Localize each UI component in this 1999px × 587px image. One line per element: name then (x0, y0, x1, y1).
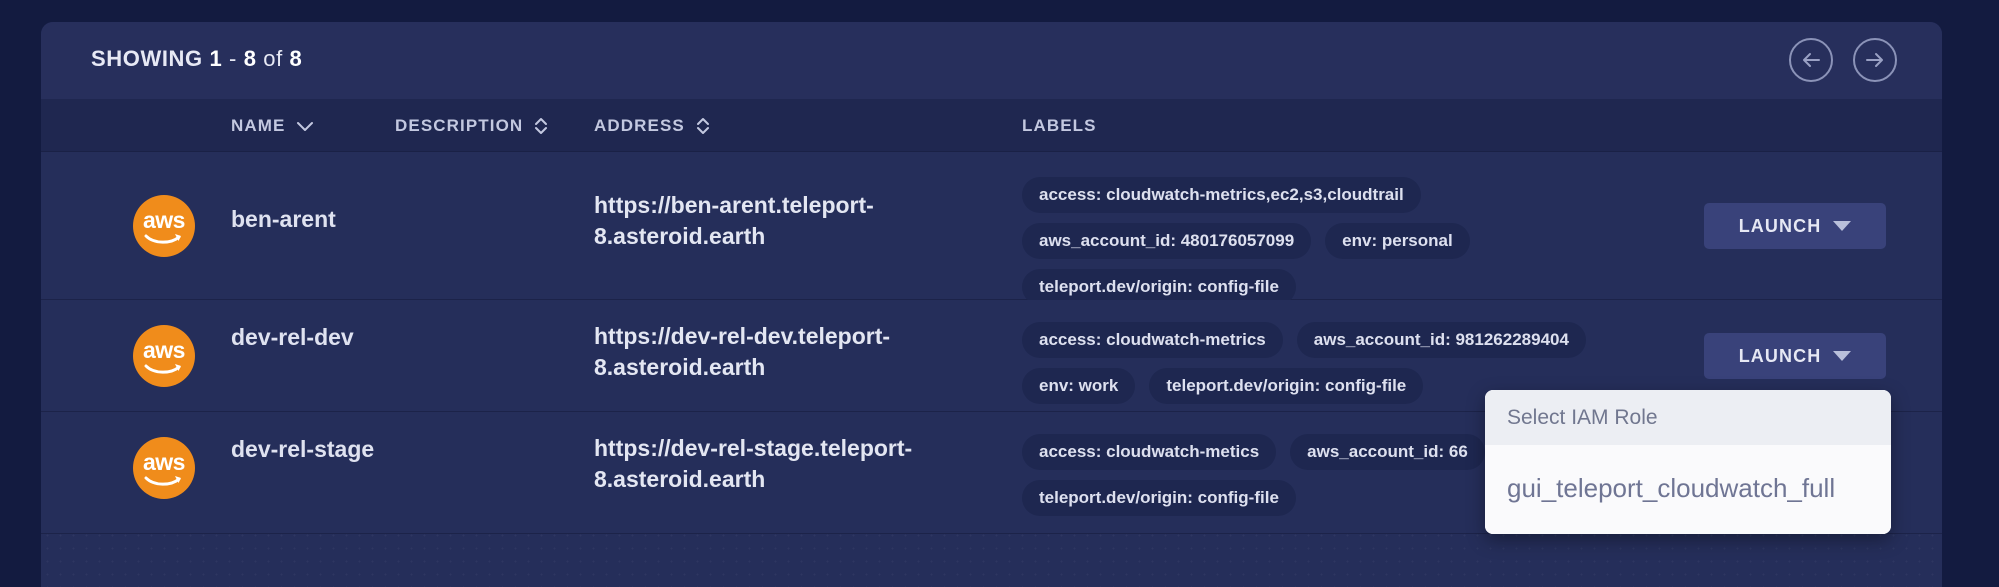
label-badge[interactable]: env: work (1022, 368, 1136, 404)
iam-role-dropdown-title: Select IAM Role (1485, 390, 1891, 445)
column-header-labels: LABELS (1022, 116, 1097, 136)
showing-of-word: of (263, 46, 283, 71)
label-badge[interactable]: env: personal (1325, 223, 1470, 259)
aws-logo-text: aws (143, 448, 185, 475)
label-badge[interactable]: access: cloudwatch-metrics,ec2,s3,cloudt… (1022, 177, 1421, 213)
row-name: ben-arent (231, 206, 336, 232)
aws-logo-text: aws (143, 336, 185, 363)
next-page-button[interactable] (1853, 38, 1897, 82)
table-header-bar: SHOWING 1 - 8 of 8 (41, 22, 1942, 99)
showing-dash: - (229, 46, 237, 71)
pagination-controls (1789, 38, 1897, 82)
label-badge[interactable]: teleport.dev/origin: config-file (1149, 368, 1424, 404)
aws-smile-icon (144, 475, 181, 486)
aws-logo-icon: aws (133, 437, 195, 499)
chevron-down-icon (297, 121, 314, 131)
column-header-address-label: ADDRESS (594, 116, 685, 135)
launch-button-label: LAUNCH (1738, 215, 1822, 236)
row-labels: access: cloudwatch-metics aws_account_id… (1022, 434, 1702, 516)
label-badge[interactable]: teleport.dev/origin: config-file (1022, 480, 1296, 516)
iam-role-option[interactable]: gui_teleport_cloudwatch_full (1485, 445, 1891, 534)
showing-range-start: 1 (209, 46, 223, 71)
aws-logo-icon: aws (133, 325, 195, 387)
launch-button[interactable]: LAUNCH (1704, 203, 1886, 249)
label-badge[interactable]: aws_account_id: 981262289404 (1296, 322, 1586, 358)
row-address: https://ben-arent.teleport-8.asteroid.ea… (594, 192, 874, 249)
label-badge[interactable]: aws_account_id: 66 (1290, 434, 1485, 470)
launch-button[interactable]: LAUNCH (1704, 333, 1886, 379)
sort-updown-icon (535, 118, 548, 134)
table-row: aws dev-rel-dev https://dev-rel-dev.tele… (41, 300, 1942, 412)
row-labels: access: cloudwatch-metrics aws_account_i… (1022, 322, 1702, 404)
label-badge[interactable]: teleport.dev/origin: config-file (1022, 269, 1296, 305)
row-address: https://dev-rel-stage.teleport-8.asteroi… (594, 435, 913, 492)
label-badge[interactable]: aws_account_id: 480176057099 (1022, 223, 1312, 259)
aws-smile-icon (144, 233, 181, 244)
sort-updown-icon (696, 118, 709, 134)
arrow-left-circle-icon (1803, 53, 1820, 67)
table-column-headers: NAME DESCRIPTION ADDRESS (41, 99, 1942, 152)
aws-logo-text: aws (143, 206, 185, 233)
column-header-name-label: NAME (231, 116, 286, 135)
row-address: https://dev-rel-dev.teleport-8.asteroid.… (594, 323, 891, 380)
column-header-labels-label: LABELS (1022, 116, 1097, 135)
showing-count: SHOWING 1 - 8 of 8 (91, 46, 302, 72)
caret-down-icon (1833, 221, 1852, 231)
row-name: dev-rel-stage (231, 436, 375, 462)
prev-page-button[interactable] (1789, 38, 1833, 82)
arrow-right-circle-icon (1866, 53, 1883, 67)
column-header-description[interactable]: DESCRIPTION (395, 116, 548, 136)
label-badge[interactable]: access: cloudwatch-metics (1022, 434, 1277, 470)
showing-word: SHOWING (91, 46, 203, 71)
launch-button-label: LAUNCH (1738, 345, 1822, 366)
column-header-address[interactable]: ADDRESS (594, 116, 710, 136)
iam-role-dropdown: Select IAM Role gui_teleport_cloudwatch_… (1485, 390, 1891, 534)
caret-down-icon (1833, 351, 1852, 361)
row-name: dev-rel-dev (231, 324, 354, 350)
label-badge[interactable]: access: cloudwatch-metrics (1022, 322, 1283, 358)
showing-range-end: 8 (243, 46, 257, 71)
row-labels: access: cloudwatch-metrics,ec2,s3,cloudt… (1022, 177, 1702, 305)
aws-logo-icon: aws (133, 195, 195, 257)
column-header-name[interactable]: NAME (231, 116, 314, 136)
aws-smile-icon (144, 363, 181, 374)
showing-total: 8 (289, 46, 303, 71)
column-header-description-label: DESCRIPTION (395, 116, 524, 135)
table-row: aws ben-arent https://ben-arent.teleport… (41, 152, 1942, 305)
